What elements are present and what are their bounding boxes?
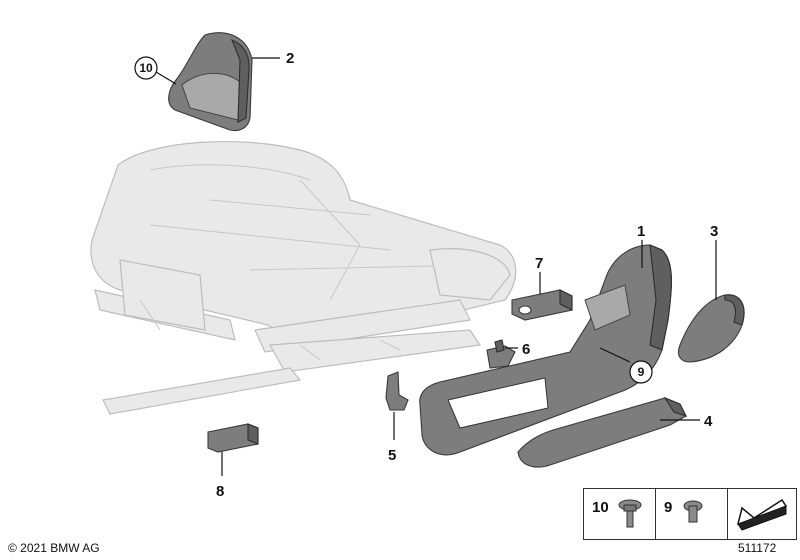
callout-9: 9	[638, 365, 645, 379]
callout-5: 5	[388, 447, 396, 464]
legend-label-9: 9	[664, 498, 673, 516]
part-5-bracket	[385, 371, 409, 411]
callout-4: 4	[704, 413, 713, 430]
seat-frame-ghost	[94, 248, 511, 415]
part-1-side-trim	[419, 244, 672, 456]
legend-cell-orientation	[728, 489, 796, 539]
callout-7: 7	[535, 255, 543, 272]
part-7-bracket	[511, 289, 573, 321]
callout-6: 6	[522, 341, 530, 358]
vehicle-direction-arrow-icon	[737, 498, 788, 531]
leader-lines	[155, 57, 717, 476]
part-4-rail-cover	[517, 396, 688, 468]
fastener-legend: 10 9	[583, 488, 797, 540]
part-8-cover	[207, 423, 259, 453]
callout-10: 10	[139, 61, 153, 75]
part-6-clip	[486, 339, 516, 369]
callout-10-circle	[134, 56, 158, 80]
callout-1: 1	[637, 223, 645, 240]
screw-9-icon	[683, 500, 703, 523]
legend-cell-9: 9	[656, 489, 728, 539]
callout-8: 8	[216, 483, 224, 500]
copyright-text: © 2021 BMW AG	[8, 541, 100, 555]
part-2-upper-trim	[168, 32, 253, 132]
diagram-id: 511172	[738, 541, 777, 555]
part-3-cap	[677, 294, 745, 363]
callout-2: 2	[286, 50, 294, 67]
callout-9-circle	[629, 360, 653, 384]
legend-label-10: 10	[592, 498, 609, 516]
screw-10-icon	[618, 499, 642, 528]
legend-cell-10: 10	[584, 489, 656, 539]
callout-3: 3	[710, 223, 718, 240]
